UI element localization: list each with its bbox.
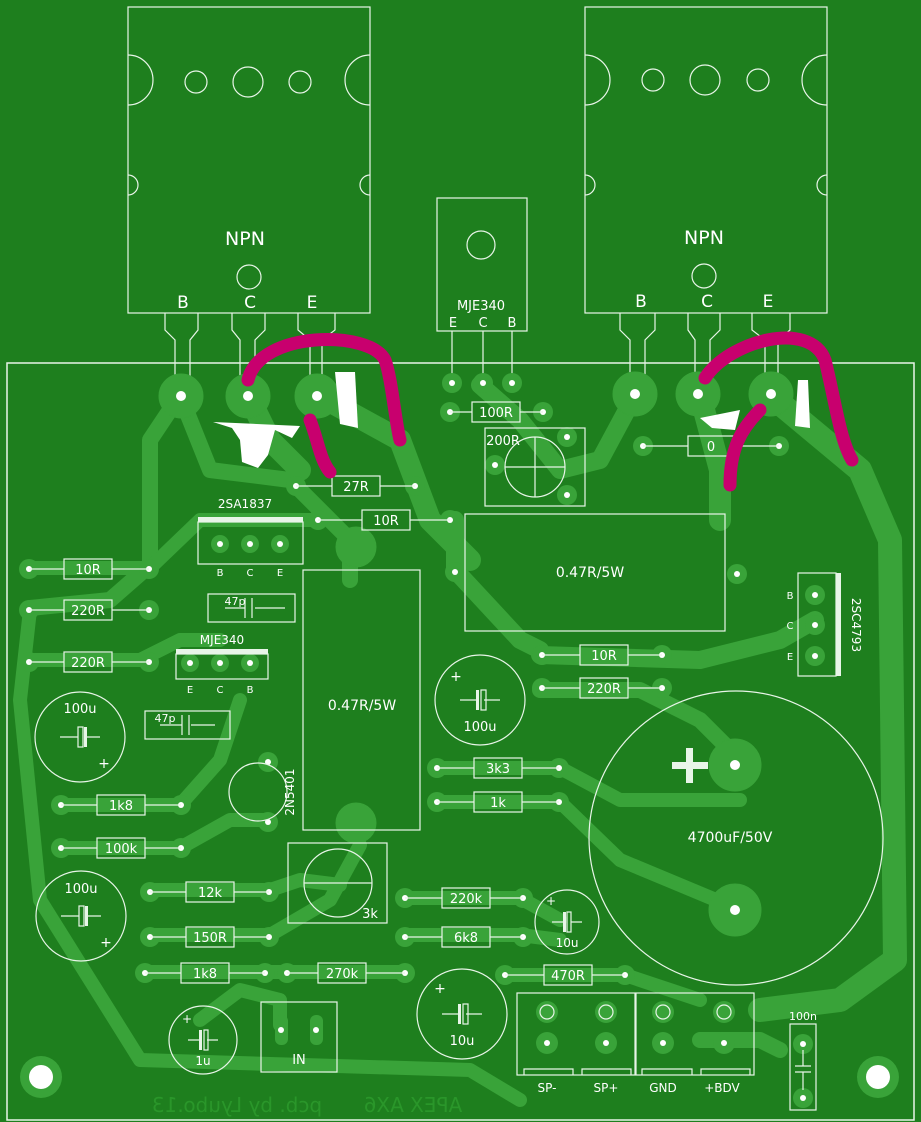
r-220r-b: 220R bbox=[71, 656, 105, 671]
resistors: 27R 10R 100R 0 10R 220R 220R 10R 220R 3k… bbox=[29, 401, 779, 986]
trimmers: 200R 3k bbox=[287, 427, 586, 924]
c-10u-b: 10u bbox=[450, 1034, 475, 1049]
r-1k8-b: 1k8 bbox=[193, 967, 217, 982]
c-10u-a: 10u bbox=[556, 936, 579, 950]
signature-text: pcb. by Lyubo.13 bbox=[152, 1093, 322, 1117]
2sc4793-pin-c: C bbox=[787, 621, 794, 632]
power-resistors: 0.47R/5W 0.47R/5W bbox=[302, 513, 726, 831]
c-47p-b: 47p bbox=[155, 712, 176, 725]
r-150r: 150R bbox=[193, 931, 227, 946]
npn-right-type: NPN bbox=[684, 227, 724, 249]
r-10r-top: 10R bbox=[373, 514, 399, 529]
c-100n: 100n bbox=[789, 1010, 817, 1023]
capacitors-47p: 47p 47p bbox=[144, 593, 296, 740]
bottom-text: pcb. by Lyubo.13 APEX AX6 bbox=[152, 1093, 462, 1117]
white-blobs bbox=[213, 372, 810, 468]
transistor-2sa1837: 2SA1837 B C E bbox=[197, 497, 304, 579]
npn-left-type: NPN bbox=[225, 228, 265, 250]
transistor-mje340-mid: MJE340 E C B bbox=[175, 633, 269, 696]
term-gnd: GND bbox=[649, 1081, 677, 1095]
r-100k: 100k bbox=[105, 842, 138, 857]
trimmer-3k: 3k bbox=[362, 907, 378, 922]
2sa1837-pin-c: C bbox=[247, 568, 254, 579]
trimmer-200r: 200R bbox=[486, 434, 520, 449]
c-100u-b: 100u bbox=[64, 882, 97, 897]
r-10r-left: 10R bbox=[75, 563, 101, 578]
term-sp-minus: SP- bbox=[538, 1081, 557, 1095]
transistor-2sc4793: B C E 2SC4793 bbox=[787, 572, 863, 677]
plus-mark: + bbox=[100, 935, 112, 951]
plus-mark: + bbox=[450, 669, 462, 685]
power-resistor-a: 0.47R/5W bbox=[556, 565, 625, 581]
c-1u: 1u bbox=[195, 1054, 210, 1068]
power-resistor-b: 0.47R/5W bbox=[328, 698, 397, 714]
mje340-top-pin-c: C bbox=[478, 316, 487, 331]
plus-mark: + bbox=[434, 981, 446, 997]
r-100r: 100R bbox=[479, 406, 513, 421]
r-220k: 220k bbox=[450, 892, 483, 907]
npn-left-pin-b: B bbox=[177, 293, 189, 313]
c-100u-c: 100u bbox=[463, 720, 496, 735]
mje340-mid-pin-b: B bbox=[247, 685, 254, 696]
r-270k: 270k bbox=[326, 967, 359, 982]
main-capacitor: 4700uF/50V bbox=[588, 690, 884, 986]
r-3k3: 3k3 bbox=[486, 762, 510, 777]
project-text: APEX AX6 bbox=[364, 1093, 463, 1117]
mje340-top-pin-b: B bbox=[508, 316, 517, 331]
input-connector: IN bbox=[260, 1001, 338, 1073]
2sa1837-pin-b: B bbox=[217, 568, 224, 579]
board-outline bbox=[6, 362, 915, 1121]
r-12k: 12k bbox=[198, 886, 223, 901]
plus-mark: + bbox=[182, 1012, 192, 1026]
mje340-mid-name: MJE340 bbox=[200, 633, 244, 647]
r-0: 0 bbox=[707, 440, 715, 455]
2sc4793-name: 2SC4793 bbox=[849, 598, 863, 652]
capacitor-100n: 100n bbox=[789, 1010, 817, 1111]
c-47p-a: 47p bbox=[225, 595, 246, 608]
mje340-mid-pin-e: E bbox=[187, 685, 193, 696]
2sc4793-pin-e: E bbox=[787, 652, 793, 663]
r-470r: 470R bbox=[551, 969, 585, 984]
2sc4793-pin-b: B bbox=[787, 591, 794, 602]
electrolytic-capacitors: 100u + 100u + 100u + 10u + 10u + 1u + bbox=[34, 654, 600, 1075]
r-220r-right: 220R bbox=[587, 682, 621, 697]
npn-right-pin-c: C bbox=[701, 292, 713, 312]
mje340-top-pin-e: E bbox=[449, 316, 457, 331]
c-main: 4700uF/50V bbox=[688, 830, 773, 846]
r-10r-right: 10R bbox=[591, 649, 617, 664]
npn-left-pin-c: C bbox=[244, 293, 256, 313]
transistor-2n5401: 2N5401 bbox=[228, 762, 297, 822]
npn-right: NPN B C E bbox=[584, 6, 828, 385]
jumper-wires bbox=[241, 331, 859, 492]
term-bdv: +BDV bbox=[704, 1081, 740, 1095]
term-sp-plus: SP+ bbox=[594, 1081, 619, 1095]
mje340-mid-pin-c: C bbox=[217, 685, 224, 696]
input-label: IN bbox=[292, 1053, 306, 1068]
r-220r-a: 220R bbox=[71, 604, 105, 619]
mje340-top: MJE340 E C B bbox=[436, 197, 528, 382]
r-27r: 27R bbox=[343, 480, 369, 495]
r-1k: 1k bbox=[490, 796, 506, 811]
npn-left-pin-e: E bbox=[307, 293, 318, 313]
npn-right-pin-e: E bbox=[763, 292, 774, 312]
mounting-holes bbox=[20, 1056, 899, 1098]
mje340-top-name: MJE340 bbox=[457, 299, 505, 314]
plus-mark: + bbox=[98, 756, 110, 772]
plus-mark: + bbox=[546, 894, 556, 908]
2sa1837-name: 2SA1837 bbox=[218, 497, 272, 511]
npn-right-pin-b: B bbox=[635, 292, 647, 312]
c-100u-a: 100u bbox=[63, 702, 96, 717]
big-pad-holes bbox=[176, 389, 776, 915]
2n5401-name: 2N5401 bbox=[283, 768, 297, 815]
2sa1837-pin-e: E bbox=[277, 568, 283, 579]
r-6k8: 6k8 bbox=[454, 931, 478, 946]
r-1k8-a: 1k8 bbox=[109, 799, 133, 814]
output-terminals: SP- SP+ GND +BDV bbox=[516, 992, 755, 1095]
npn-left: NPN B C E bbox=[127, 6, 371, 385]
